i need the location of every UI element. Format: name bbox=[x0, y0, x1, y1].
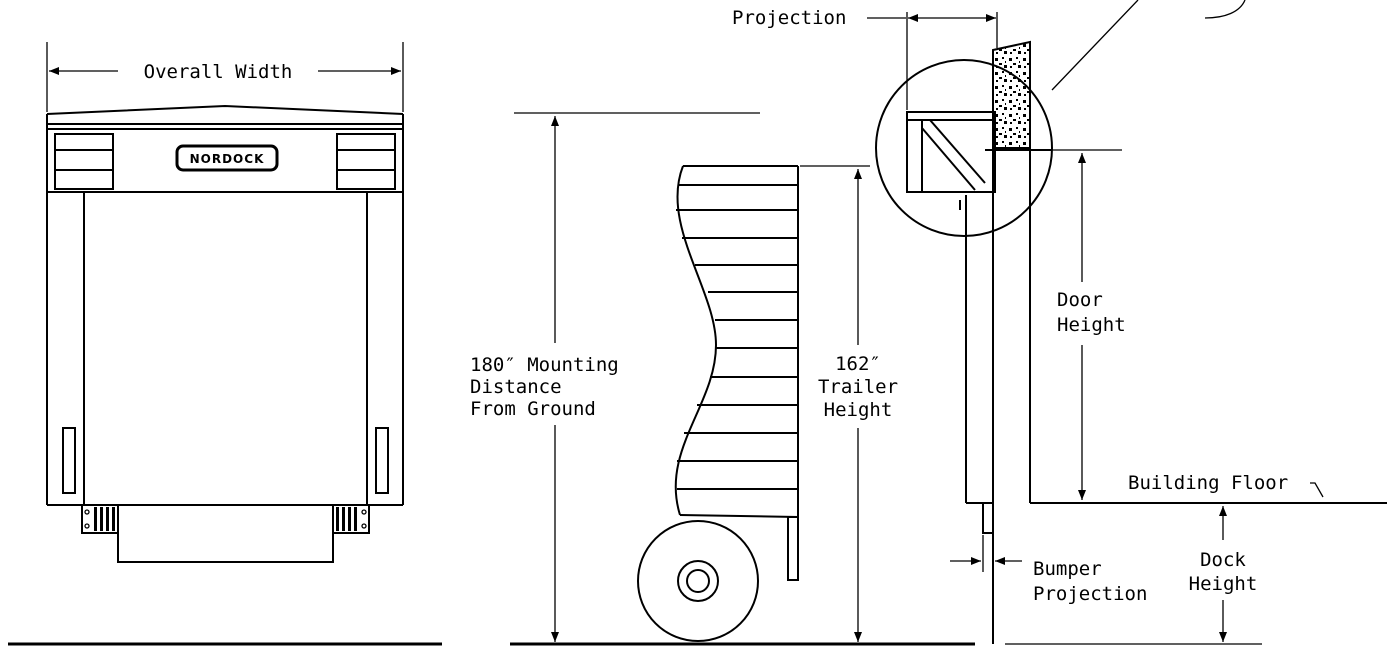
trailer-line-3: Height bbox=[824, 399, 893, 421]
overall-width-label: Overall Width bbox=[144, 61, 293, 83]
brand-logo: NORDOCK bbox=[190, 152, 265, 166]
trailer-view: 180″ Mounting Distance From Ground bbox=[470, 112, 975, 646]
door-height-line-1: Door bbox=[1057, 289, 1103, 311]
trailer-ribs bbox=[676, 184, 798, 490]
dock-height-line-2: Height bbox=[1189, 573, 1258, 595]
front-view: Overall Width NORDOCK bbox=[8, 42, 442, 646]
building-view: Projection D bbox=[732, 0, 1387, 645]
bumper-projection-line-2: Projection bbox=[1033, 583, 1147, 605]
mounting-line-3: From Ground bbox=[470, 398, 596, 420]
mounting-line-2: Distance bbox=[470, 376, 562, 398]
trailer-line-1: 162″ bbox=[835, 353, 881, 375]
concrete-wall bbox=[992, 40, 1031, 149]
trailer-line-2: Trailer bbox=[818, 376, 898, 398]
brand-logo-frame bbox=[175, 144, 279, 172]
mounting-line-1: 180″ Mounting bbox=[470, 354, 619, 376]
building-floor-label: Building Floor bbox=[1128, 472, 1288, 494]
dock-height-line-1: Dock bbox=[1200, 549, 1246, 571]
trailer-wheel bbox=[637, 520, 759, 642]
projection-label: Projection bbox=[732, 7, 846, 29]
bumper-projection-line-1: Bumper bbox=[1033, 558, 1102, 580]
door-height-line-2: Height bbox=[1057, 314, 1126, 336]
detail-circle bbox=[875, 59, 1053, 237]
